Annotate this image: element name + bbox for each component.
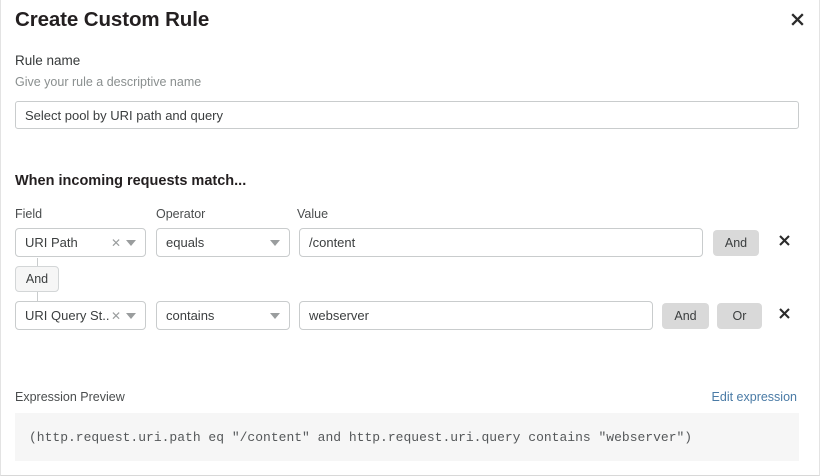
operator-select-1[interactable]: equals (156, 228, 290, 257)
value-input-1[interactable] (299, 228, 703, 257)
expression-preview-label: Expression Preview (15, 390, 125, 404)
chevron-down-icon (270, 239, 280, 246)
add-and-button-2[interactable]: And (662, 303, 709, 329)
close-icon (778, 307, 791, 323)
field-select-1[interactable]: URI Path ✕ (15, 228, 146, 257)
close-icon (778, 234, 791, 250)
column-header-operator: Operator (156, 207, 206, 221)
condition-row: URI Query St... ✕ contains And Or (1, 301, 819, 331)
chevron-down-icon (270, 312, 280, 319)
rule-name-help-text: Give your rule a descriptive name (15, 75, 202, 89)
column-header-field: Field (15, 207, 43, 221)
field-select-value-2: URI Query St... (25, 308, 109, 323)
rule-name-label: Rule name (15, 53, 81, 68)
edit-expression-link[interactable]: Edit expression (711, 390, 797, 404)
connector-line-bottom (37, 291, 38, 301)
connector-line-top (37, 258, 38, 268)
column-header-value: Value (297, 207, 329, 221)
condition-row: URI Path ✕ equals And (1, 228, 819, 258)
delete-condition-button-2[interactable] (773, 304, 795, 326)
value-input-2[interactable] (299, 301, 653, 330)
clear-icon[interactable]: ✕ (110, 235, 121, 250)
chevron-down-icon (126, 312, 136, 319)
close-icon (790, 12, 805, 27)
conditions-section-title: When incoming requests match... (15, 173, 247, 189)
chevron-down-icon (126, 239, 136, 246)
clear-icon[interactable]: ✕ (110, 308, 121, 323)
rule-name-input[interactable] (15, 101, 799, 129)
add-and-button-1[interactable]: And (713, 230, 759, 256)
operator-select-value-2: contains (166, 308, 215, 323)
delete-condition-button-1[interactable] (773, 231, 795, 253)
page-title: Create Custom Rule (15, 8, 210, 31)
field-select-value-1: URI Path (25, 235, 78, 250)
close-dialog-button[interactable] (784, 6, 810, 32)
add-or-button-2[interactable]: Or (717, 303, 762, 329)
operator-select-2[interactable]: contains (156, 301, 290, 330)
operator-select-value-1: equals (166, 235, 205, 250)
field-select-2[interactable]: URI Query St... ✕ (15, 301, 146, 330)
expression-preview-code: (http.request.uri.path eq "/content" and… (15, 413, 799, 461)
connector-and-chip[interactable]: And (15, 266, 59, 292)
